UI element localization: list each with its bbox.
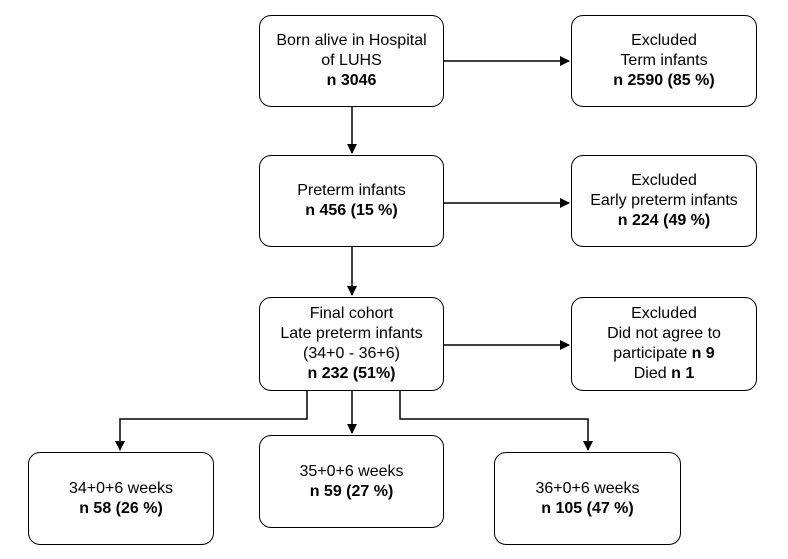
node-group35-label: 35+0+6 weeks [299, 463, 404, 480]
node-excluded-term-count: n 2590 (85 %) [613, 72, 715, 89]
node-excluded-term: Excluded Term infants n 2590 (85 %) [571, 15, 757, 107]
node-final-line1: Final cohort [309, 305, 394, 322]
node-final-line2: Late preterm infants [280, 325, 423, 342]
node-preterm-count: n 456 (15 %) [305, 202, 398, 219]
node-group34-label: 34+0+6 weeks [68, 479, 174, 497]
arrow-final-to-group36 [399, 391, 593, 451]
declined-label: participate [613, 345, 688, 362]
died-count: n 1 [671, 365, 695, 382]
node-excluded-early-line2: Early preterm infants [590, 192, 738, 209]
died-label: Died [633, 365, 667, 382]
node-group36-label: 36+0+6 weeks [535, 479, 640, 497]
node-final-cohort: Final cohort Late preterm infants (34+0 … [259, 297, 444, 391]
node-final-count: n 232 (51%) [307, 365, 396, 382]
node-group-36-weeks: 36+0+6 weeks n 105 (47 %) [494, 452, 681, 545]
node-final-line3: (34+0 - 36+6) [303, 345, 400, 362]
node-group34-count: n 58 (26 %) [79, 499, 163, 517]
node-group-34-weeks: 34+0+6 weeks n 58 (26 %) [28, 452, 214, 545]
node-excluded-term-line2: Term infants [620, 52, 708, 69]
node-excluded-early-line1: Excluded [631, 172, 697, 189]
node-born-line1: Born alive in Hospital [276, 32, 427, 49]
declined-count: n 9 [691, 345, 715, 362]
node-preterm: Preterm infants n 456 (15 %) [259, 155, 444, 247]
node-preterm-line1: Preterm infants [297, 182, 406, 199]
arrow-final-to-group34 [115, 391, 308, 451]
node-excluded-term-line1: Excluded [631, 32, 697, 49]
node-group36-count: n 105 (47 %) [541, 499, 634, 517]
node-born-count: n 3046 [326, 72, 377, 89]
node-excluded-other-line4: Died n 1 [634, 364, 694, 384]
node-excluded-early-count: n 224 (49 %) [617, 212, 711, 229]
node-excluded-early: Excluded Early preterm infants n 224 (49… [571, 155, 757, 247]
node-group-35-weeks: 35+0+6 weeks n 59 (27 %) [259, 435, 444, 528]
node-excluded-other: Excluded Did not agree to participate n … [571, 297, 757, 391]
node-group35-count: n 59 (27 %) [309, 483, 394, 500]
node-excluded-other-line3: participate n 9 [613, 344, 714, 364]
node-excluded-other-line1: Excluded [631, 305, 697, 322]
node-born-alive: Born alive in Hospital of LUHS n 3046 [259, 15, 444, 107]
node-excluded-other-line2: Did not agree to [607, 325, 721, 342]
node-born-line2: of LUHS [321, 52, 382, 69]
